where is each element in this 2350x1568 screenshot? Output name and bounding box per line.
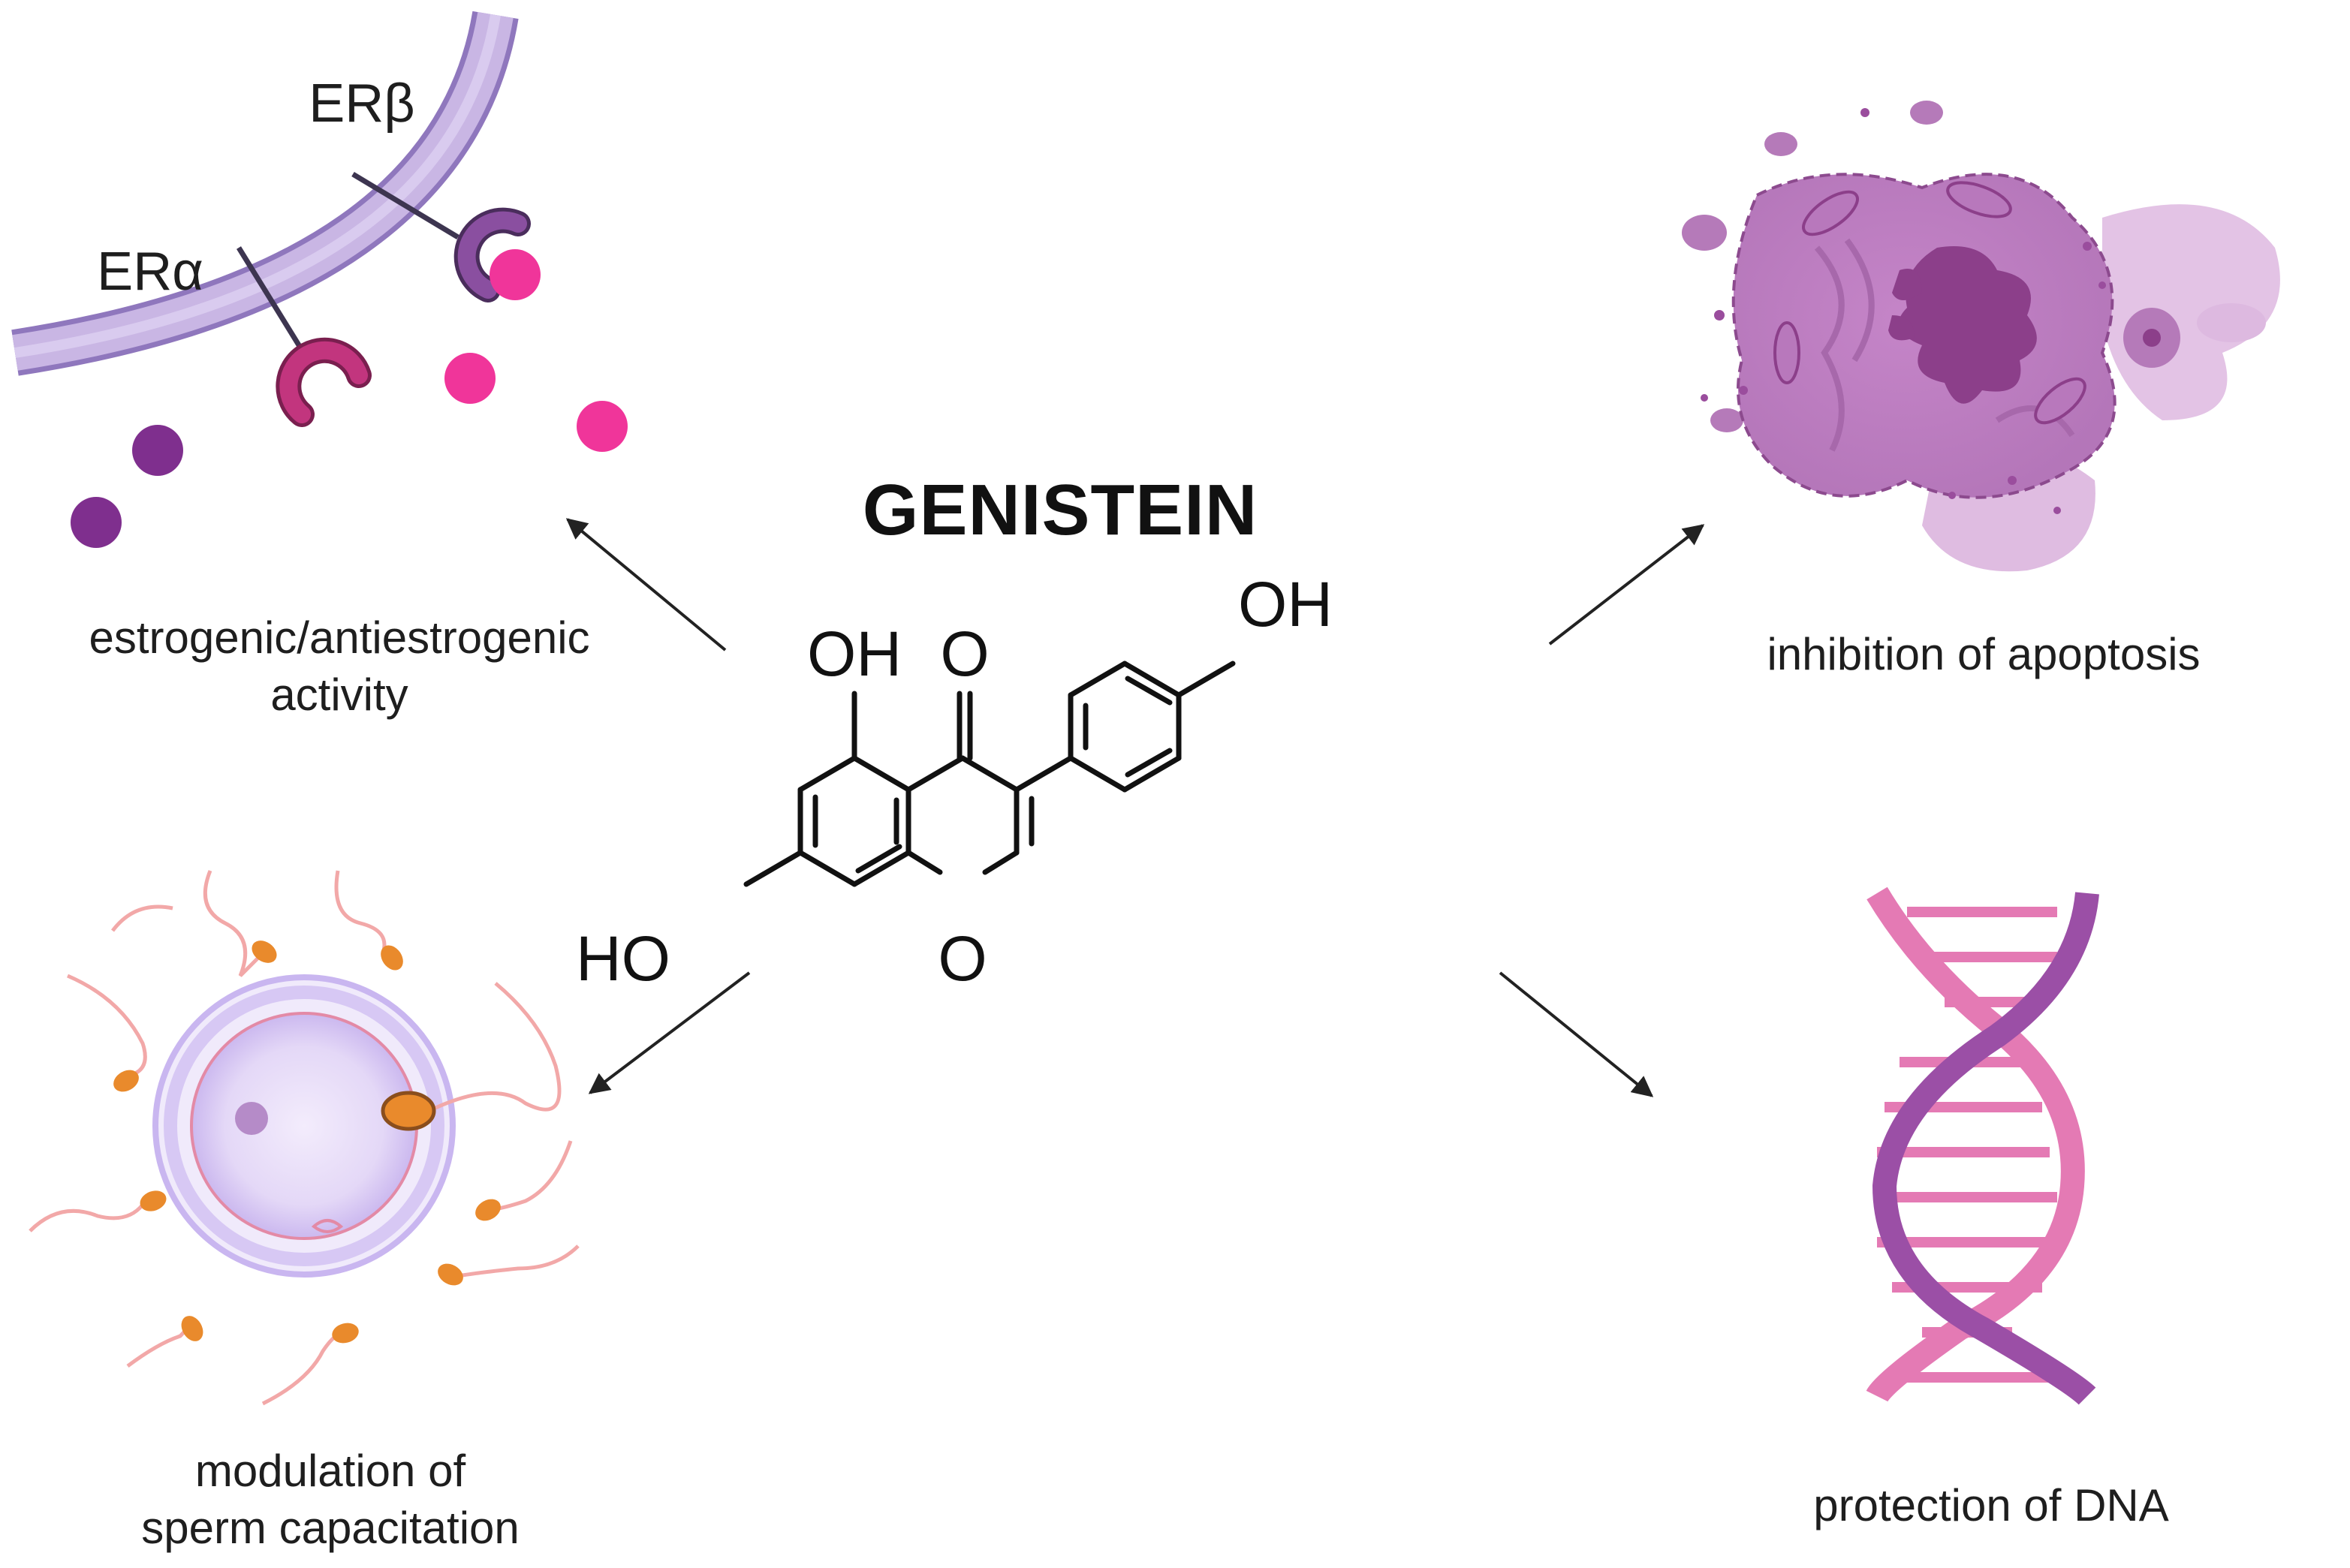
diagram-title: GENISTEIN [863, 470, 1258, 550]
apoptotic-cell-illustration [1682, 101, 2280, 572]
receptor-beta-stalk [351, 171, 459, 240]
oocyte-sperm-illustration [29, 870, 580, 1406]
effect-sperm-label-line1: modulation of [195, 1446, 466, 1496]
effect-dna-label: protection of DNA [1813, 1480, 2169, 1530]
receptor-beta-label: ERβ [309, 74, 414, 134]
arrow-to-estrogenic [565, 518, 727, 652]
ligand-pink-1 [490, 249, 541, 300]
effect-sperm-label-line2: sperm capacitation [141, 1503, 520, 1553]
arrow-to-apoptosis [1548, 524, 1705, 646]
arrow-to-dna [1499, 971, 1654, 1097]
molecule-carbonyl-oxygen: O [940, 618, 989, 689]
estrogen-receptor-illustration: ERβ ERα [11, 11, 628, 548]
effect-estrogenic-label-line1: estrogenic/antiestrogenic [89, 612, 589, 663]
molecule-hydroxyl-4prime: OH [1238, 569, 1333, 640]
effect-apoptosis-label: inhibition of apoptosis [1767, 629, 2200, 679]
arrow-to-sperm [588, 971, 751, 1094]
ligand-pink-3 [577, 401, 628, 452]
receptor-alpha-stalk [237, 246, 309, 359]
ligand-purple-1 [132, 425, 183, 476]
molecule-ring-oxygen: O [938, 923, 987, 994]
ligand-purple-2 [71, 497, 122, 548]
receptor-alpha-label: ERα [97, 242, 203, 302]
dna-helix-illustration [1866, 886, 2099, 1405]
genistein-structure [743, 661, 1236, 887]
effect-estrogenic-label-line2: activity [270, 670, 408, 720]
molecule-hydroxyl-7: HO [576, 923, 670, 994]
ligand-pink-2 [444, 353, 496, 404]
molecule-hydroxyl-5: OH [807, 618, 902, 689]
